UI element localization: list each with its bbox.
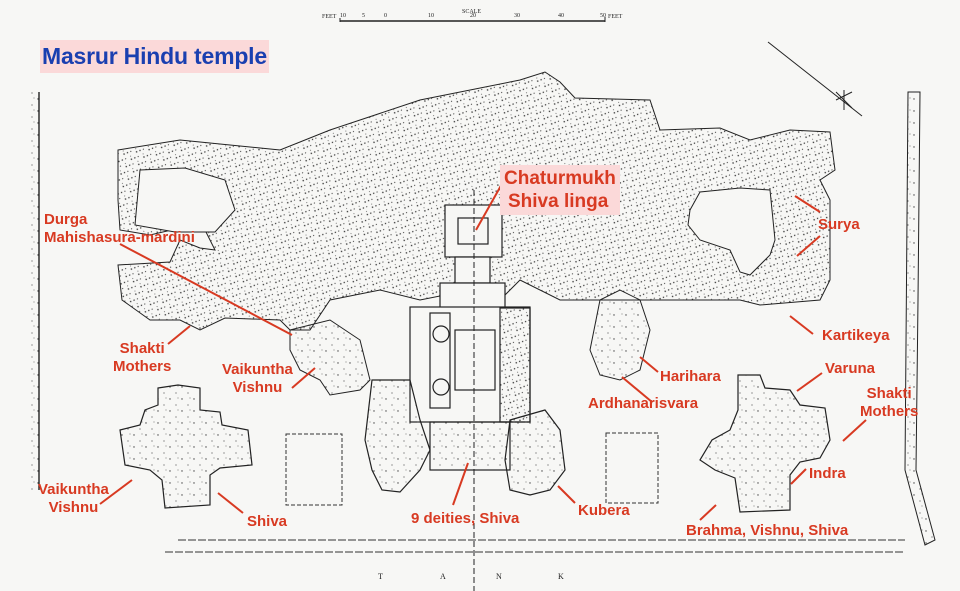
central-shrine — [409, 204, 531, 471]
shrine-lower-right — [699, 374, 831, 513]
shrine-right-mid — [589, 299, 651, 381]
label-line: Vishnu — [232, 379, 283, 396]
tank-letter: T — [378, 572, 383, 581]
shrine-lower-center-right — [504, 409, 566, 496]
plinth-left — [285, 433, 343, 506]
scale-tick: 0 — [384, 13, 387, 19]
scale-tick: 40 — [558, 13, 564, 19]
label-durga: Durga Mahishasura-mardini — [44, 211, 195, 247]
label-line: Mahishasura-mardini — [44, 229, 195, 246]
scale-bar — [339, 17, 606, 22]
label-line: Shiva linga — [508, 191, 609, 212]
label-line: Shakti — [866, 385, 912, 402]
left-boundary-wall — [28, 92, 40, 492]
shrine-lower-left — [119, 384, 253, 509]
court-left — [134, 167, 236, 233]
tank-edge — [165, 539, 905, 553]
leader-lines — [99, 181, 867, 521]
label-nine-deities: 9 deities, Shiva — [411, 510, 520, 527]
scale-tick: 50 — [600, 13, 606, 19]
shrine-left-mid — [289, 319, 371, 396]
label-vaikuntha-vishnu-mid: Vaikuntha Vishnu — [222, 361, 293, 397]
scale-tick: 10 — [428, 13, 434, 19]
right-boundary-wall — [904, 91, 936, 546]
scale-tick: 10 — [340, 13, 346, 19]
tank-letter: A — [440, 572, 446, 581]
label-main-shrine: Chaturmukh Shiva linga — [500, 165, 620, 215]
label-surya: Surya — [818, 216, 860, 233]
tank-letter: N — [496, 572, 502, 581]
label-indra: Indra — [809, 465, 846, 482]
label-shakti-mothers-right: Shakti Mothers — [860, 385, 918, 421]
label-line: Vaikuntha — [38, 481, 109, 498]
label-line: Durga — [44, 211, 88, 228]
scale-caption: SCALE — [462, 9, 482, 15]
label-line: Vaikuntha — [222, 361, 293, 378]
label-varuna: Varuna — [825, 360, 876, 377]
label-line: Vishnu — [48, 499, 99, 516]
scale-right-unit: FEET — [608, 14, 623, 20]
north-arrow-icon — [767, 41, 863, 117]
label-ardhanarisvara: Ardhanarisvara — [588, 395, 699, 412]
label-trinity: Brahma, Vishnu, Shiva — [686, 522, 849, 539]
label-line: Chaturmukh — [504, 168, 616, 189]
court-right — [687, 187, 776, 276]
scale-tick: 30 — [514, 13, 520, 19]
plinth-right — [605, 432, 659, 504]
diagram-title: Masrur Hindu temple — [40, 40, 269, 73]
label-line: Mothers — [113, 358, 172, 375]
label-line: Mothers — [860, 403, 919, 420]
tank-letter: K — [558, 572, 564, 581]
shrine-lower-center-left — [364, 379, 431, 493]
scale-left-unit: FEET — [322, 14, 337, 20]
scale-tick: 5 — [362, 13, 365, 19]
label-line: Shakti — [119, 340, 165, 357]
label-vaikuntha-vishnu-left: Vaikuntha Vishnu — [38, 481, 109, 517]
label-shiva-left: Shiva — [247, 513, 288, 530]
scale-tick: 20 — [470, 13, 476, 19]
rock-mass — [117, 71, 836, 331]
label-kartikeya: Kartikeya — [822, 327, 890, 344]
label-shakti-mothers-left: Shakti Mothers — [113, 340, 171, 376]
label-harihara: Harihara — [660, 368, 721, 385]
label-kubera: Kubera — [578, 502, 630, 519]
